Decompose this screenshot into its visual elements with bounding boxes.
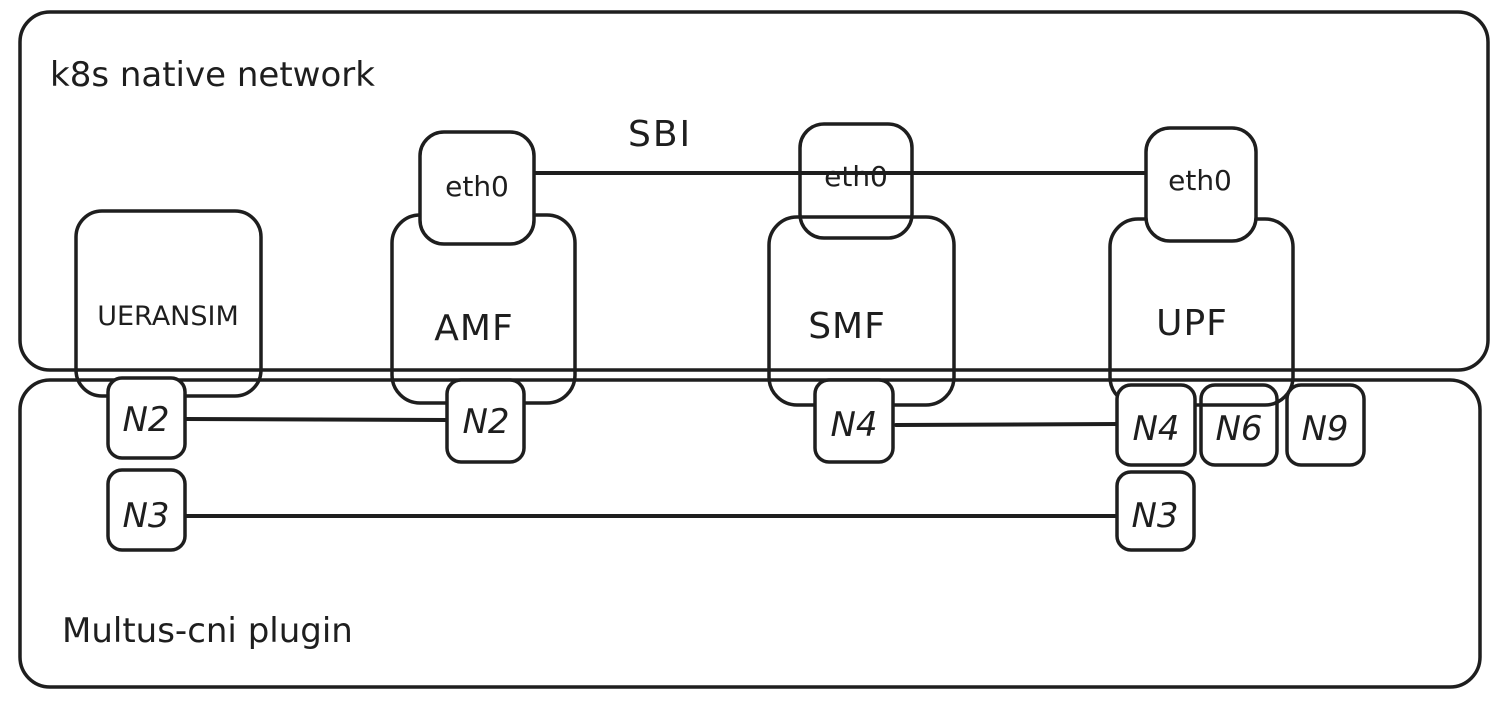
upf-n3-label: N3 (1131, 496, 1178, 536)
upf-n4-port (1115, 383, 1197, 467)
amf-n2-port (445, 378, 526, 464)
amf-n2-label: N2 (462, 402, 509, 442)
amf-label: AMF (434, 308, 513, 349)
smf-eth0-label: eth0 (824, 160, 888, 193)
ueransim-n2-label: N2 (122, 400, 169, 440)
multus-cni-plugin-label: Multus-cni plugin (62, 611, 353, 651)
upf-label: UPF (1156, 303, 1228, 344)
upf-node: UPF eth0 N4 N6 N9 N3 (1108, 126, 1366, 552)
upf-eth0-label: eth0 (1168, 164, 1232, 197)
upf-n6-label: N6 (1215, 409, 1262, 449)
amf-eth0-label: eth0 (445, 170, 509, 203)
upf-n9-label: N9 (1301, 409, 1348, 449)
smf-eth0-port (798, 122, 914, 240)
amf-eth0-port (418, 130, 536, 246)
ueransim-n3-port (106, 468, 187, 552)
multus-cni-plugin-region (18, 378, 1482, 689)
ueransim-n3-label: N3 (122, 496, 169, 536)
ueransim-n2-port (106, 376, 187, 460)
upf-n6-port (1199, 383, 1279, 467)
upf-n9-port (1285, 383, 1366, 467)
smf-n4-label: N4 (830, 405, 877, 445)
upf-n3-port (1115, 470, 1196, 552)
n2-link (184, 417, 450, 422)
amf-node: AMF eth0 N2 (390, 130, 577, 464)
ueransim-label: UERANSIM (97, 301, 239, 332)
upf-n4-label: N4 (1132, 409, 1179, 449)
smf-node: SMF eth0 N4 (767, 122, 956, 464)
k8s-native-network-label: k8s native network (50, 55, 375, 95)
n4-link (894, 422, 1120, 427)
smf-label: SMF (808, 306, 886, 347)
smf-n4-port (813, 378, 895, 464)
ueransim-node: UERANSIM N2 N3 (74, 209, 263, 552)
sbi-label: SBI (628, 114, 692, 155)
upf-eth0-port (1144, 126, 1258, 243)
k8s-native-network-region (18, 10, 1490, 372)
